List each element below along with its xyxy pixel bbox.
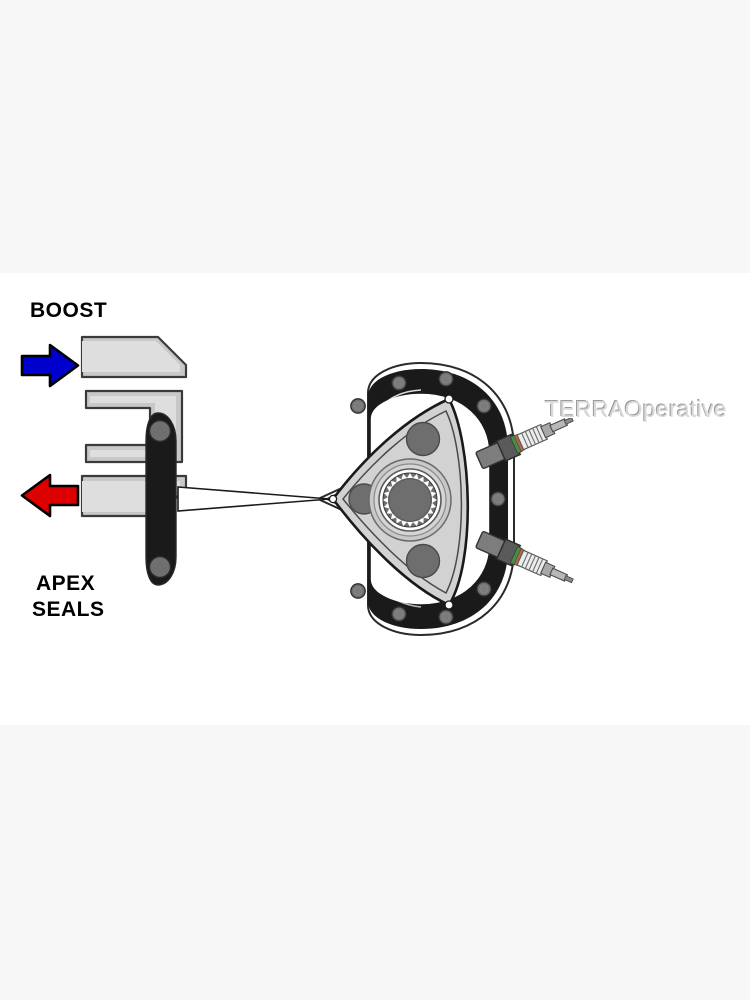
apex-seal-chamber <box>145 412 331 586</box>
bolt <box>350 398 366 414</box>
bottom-letterbox-band <box>0 725 750 1000</box>
apex-seal-left <box>328 494 338 504</box>
bolt <box>438 371 454 387</box>
bolt <box>148 555 172 579</box>
bolt <box>391 606 407 622</box>
spark-plug-leading <box>475 416 574 469</box>
bolt <box>148 419 172 443</box>
top-letterbox-band <box>0 0 750 273</box>
watermark-text: TERRAOperative <box>545 396 727 422</box>
bolt <box>476 398 492 414</box>
rotor-recess <box>405 543 441 579</box>
spark-plug-trailing <box>475 531 574 584</box>
rotor-recess <box>405 421 441 457</box>
gear-teeth <box>382 472 438 528</box>
bolt <box>350 583 366 599</box>
diagram-canvas: BOOST APEX SEALS <box>0 273 750 725</box>
apex-seal-bottom <box>444 600 454 610</box>
boost-label: BOOST <box>30 299 107 322</box>
apex-label-line2: SEALS <box>32 598 105 621</box>
triangular-rotor <box>328 394 470 610</box>
eccentric-shaft-gear <box>368 458 452 542</box>
apex-label-line1: APEX <box>36 572 95 595</box>
bolt <box>438 609 454 625</box>
boost-arrow <box>20 343 80 388</box>
apex-seal-top <box>444 394 454 404</box>
bolt <box>391 375 407 391</box>
bolt <box>476 581 492 597</box>
bolt <box>490 491 506 507</box>
intake-port-flange <box>80 335 188 379</box>
exhaust-arrow <box>20 473 80 518</box>
rotary-engine-diagram: BOOST APEX SEALS <box>20 299 574 637</box>
